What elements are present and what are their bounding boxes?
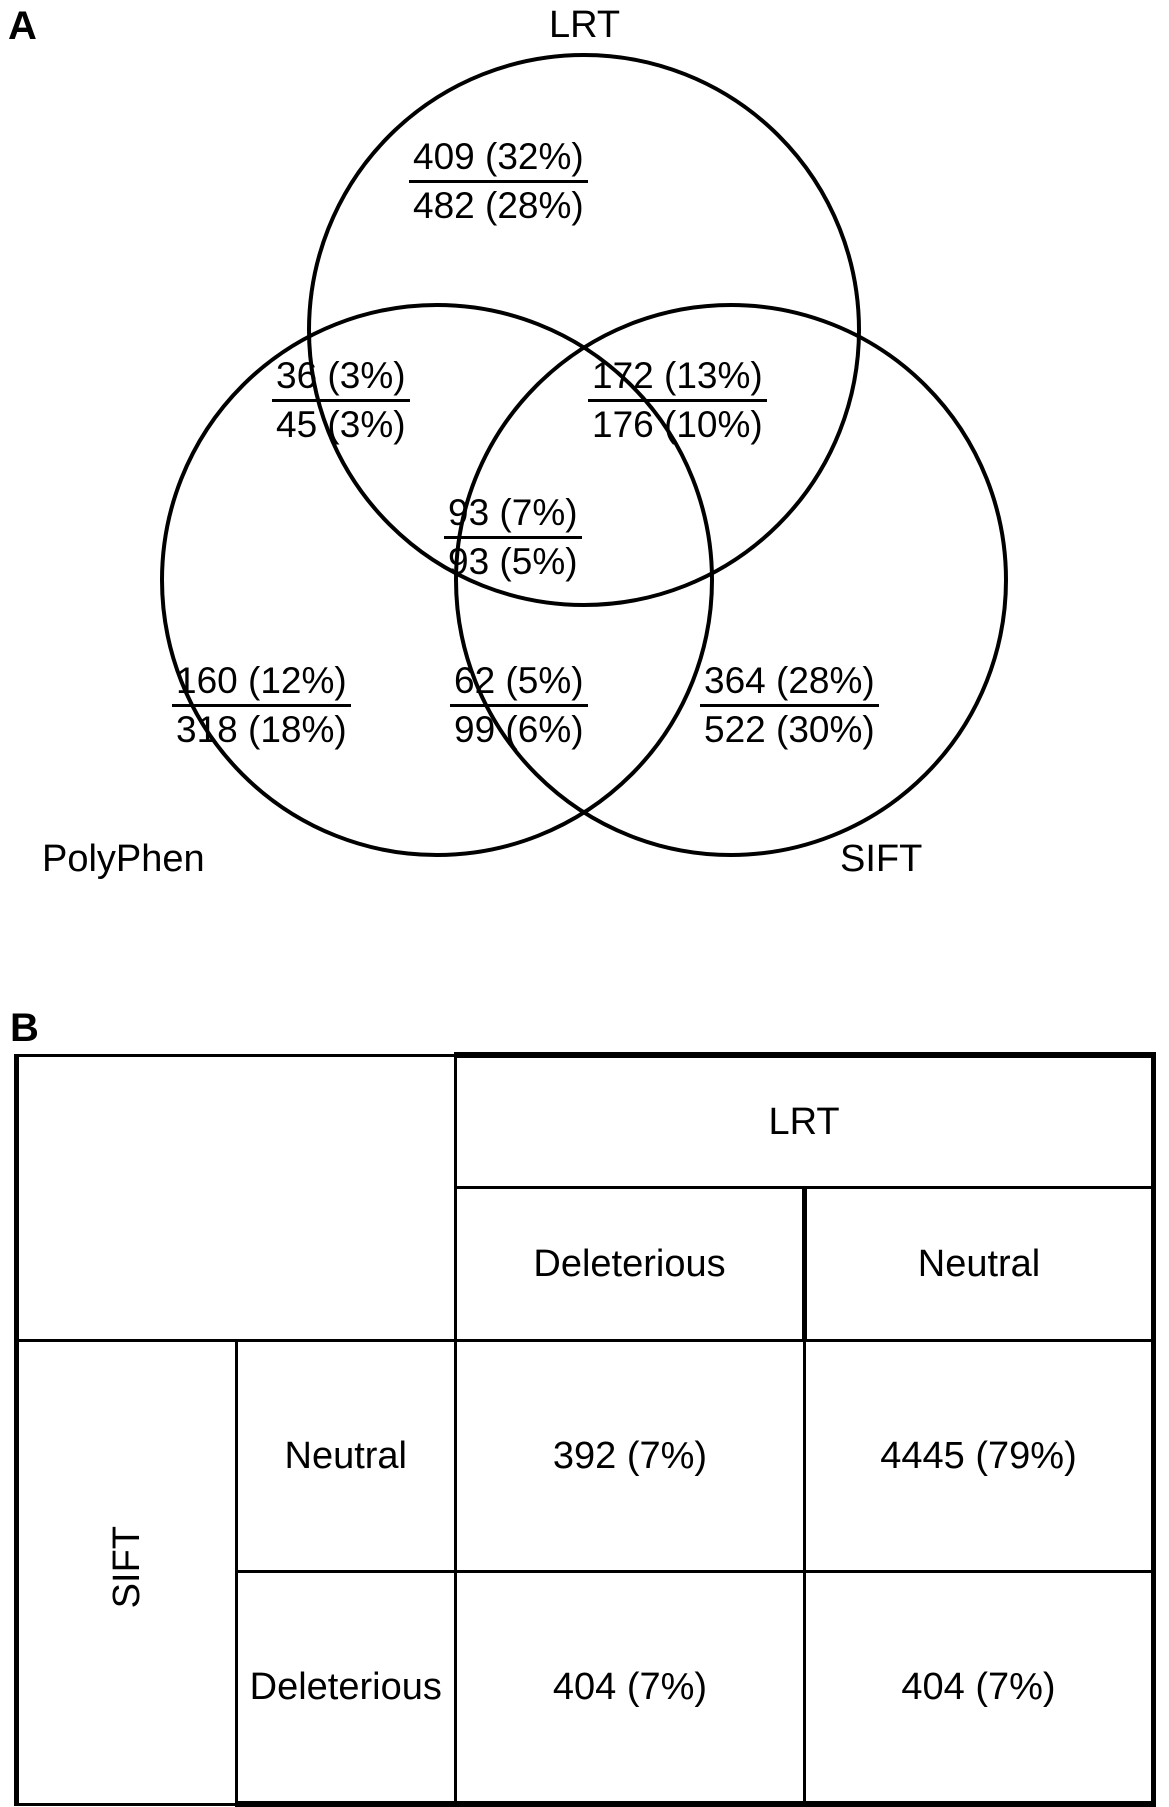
venn-value-lrt-polyphen-numerator: 36 (3%) bbox=[272, 355, 410, 402]
table-cell-deleterious-deleterious: 404 (7%) bbox=[454, 1570, 806, 1807]
venn-label-polyphen: PolyPhen bbox=[42, 838, 205, 880]
venn-label-sift: SIFT bbox=[840, 838, 923, 880]
panel-b-contingency-table: LRT Deleterious Neutral SIFT Neutral 392… bbox=[14, 1052, 1156, 1807]
table-row-group-header-sift: SIFT bbox=[14, 1339, 238, 1806]
venn-value-lrt-sift-numerator: 172 (13%) bbox=[588, 355, 767, 402]
venn-value-lrt-only-numerator: 409 (32%) bbox=[409, 136, 588, 183]
venn-circles bbox=[160, 53, 1008, 857]
venn-value-lrt-sift: 172 (13%) 176 (10%) bbox=[588, 355, 767, 446]
venn-value-lrt-only: 409 (32%) 482 (28%) bbox=[409, 136, 588, 227]
table-row-group-header-sift-label: SIFT bbox=[105, 1526, 148, 1609]
venn-value-polyphen-sift: 62 (5%) 99 (6%) bbox=[450, 660, 588, 751]
venn-value-all-three: 93 (7%) 93 (5%) bbox=[444, 492, 582, 583]
table-row-column-headers: Deleterious Neutral bbox=[17, 1186, 1156, 1342]
table-cell-deleterious-neutral: 404 (7%) bbox=[803, 1570, 1156, 1807]
panel-a-letter: A bbox=[8, 4, 37, 48]
venn-value-all-three-denominator: 93 (5%) bbox=[448, 540, 578, 582]
table-corner-blank bbox=[14, 1053, 457, 1342]
venn-value-polyphen-only: 160 (12%) 318 (18%) bbox=[172, 660, 351, 751]
contingency-table: LRT Deleterious Neutral SIFT Neutral 392… bbox=[14, 1052, 1156, 1807]
venn-circle-lrt bbox=[307, 53, 861, 607]
venn-value-sift-only: 364 (28%) 522 (30%) bbox=[700, 660, 879, 751]
venn-label-lrt: LRT bbox=[548, 4, 621, 46]
venn-circle-sift bbox=[454, 303, 1008, 857]
table-column-header-deleterious: Deleterious bbox=[454, 1186, 807, 1342]
table-cell-neutral-neutral: 4445 (79%) bbox=[803, 1339, 1156, 1573]
venn-value-lrt-sift-denominator: 176 (10%) bbox=[592, 403, 763, 445]
venn-value-lrt-only-denominator: 482 (28%) bbox=[413, 184, 584, 226]
venn-value-polyphen-only-denominator: 318 (18%) bbox=[176, 708, 347, 750]
table-column-header-neutral: Neutral bbox=[803, 1186, 1156, 1342]
venn-value-all-three-numerator: 93 (7%) bbox=[444, 492, 582, 539]
venn-value-lrt-polyphen: 36 (3%) 45 (3%) bbox=[272, 355, 410, 446]
venn-value-polyphen-only-numerator: 160 (12%) bbox=[172, 660, 351, 707]
venn-value-polyphen-sift-denominator: 99 (6%) bbox=[454, 708, 584, 750]
venn-circle-polyphen bbox=[160, 303, 714, 857]
venn-value-polyphen-sift-numerator: 62 (5%) bbox=[450, 660, 588, 707]
table-cell-neutral-deleterious: 392 (7%) bbox=[454, 1339, 806, 1573]
table-row: Deleterious 404 (7%) 404 (7%) bbox=[17, 1570, 1156, 1807]
table-row-label-neutral: Neutral bbox=[234, 1339, 457, 1573]
venn-value-sift-only-denominator: 522 (30%) bbox=[704, 708, 875, 750]
venn-value-sift-only-numerator: 364 (28%) bbox=[700, 660, 879, 707]
table-col-group-header-lrt: LRT bbox=[454, 1052, 1156, 1189]
table-row-label-deleterious: Deleterious bbox=[234, 1570, 457, 1807]
panel-b-letter: B bbox=[10, 1006, 39, 1050]
panel-a-venn-diagram: A LRT PolyPhen SIFT 409 (32%) 482 (28%) … bbox=[8, 4, 1008, 880]
venn-value-lrt-polyphen-denominator: 45 (3%) bbox=[276, 403, 406, 445]
table-row-header-group: LRT bbox=[14, 1052, 1156, 1342]
table-row: SIFT Neutral 392 (7%) 4445 (79%) bbox=[14, 1339, 1156, 1806]
